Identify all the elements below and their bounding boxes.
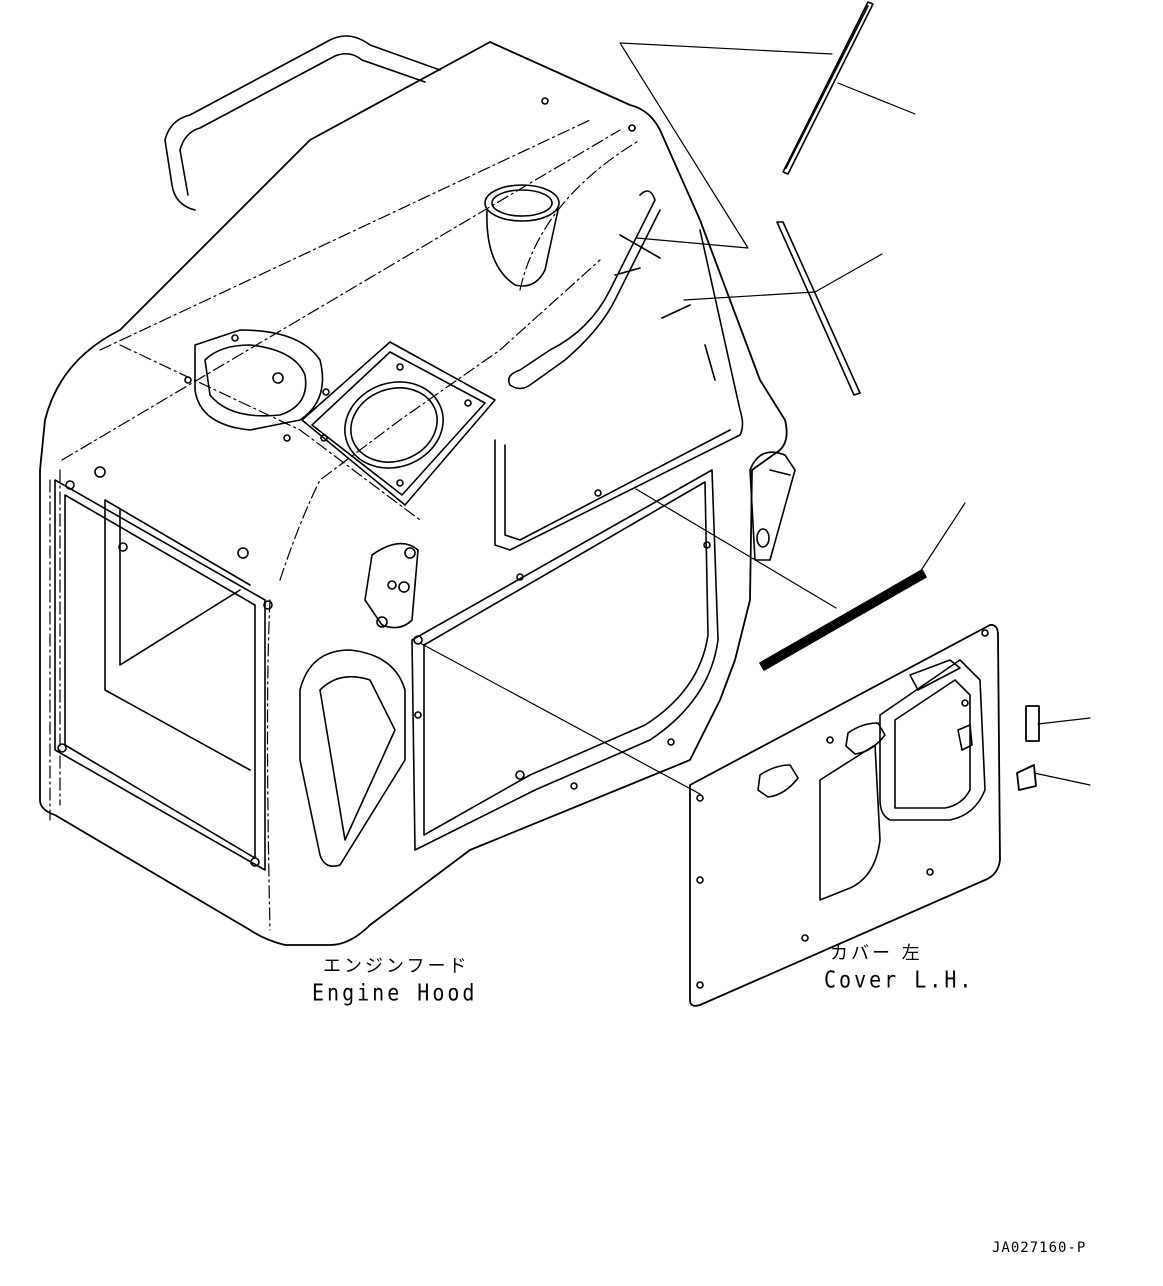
leader-lines <box>419 42 1091 795</box>
engine-hood-jp-label: エンジンフード <box>323 956 470 977</box>
drawing-code: JA027160-P <box>992 1240 1087 1256</box>
upper-side-seal-strip <box>776 221 861 396</box>
top-seal-strip <box>782 1 874 175</box>
cover-lh-jp-label: カバー 左 <box>830 943 923 964</box>
cover-label-small <box>1016 764 1037 791</box>
lower-seal-strip <box>759 569 927 671</box>
engine-hood <box>39 35 796 946</box>
cover-lh-en-label: Cover L.H. <box>824 965 975 994</box>
cover-label-large <box>1025 705 1040 742</box>
engine-hood-en-label: Engine Hood <box>312 978 478 1007</box>
left-cover <box>689 624 1001 1007</box>
